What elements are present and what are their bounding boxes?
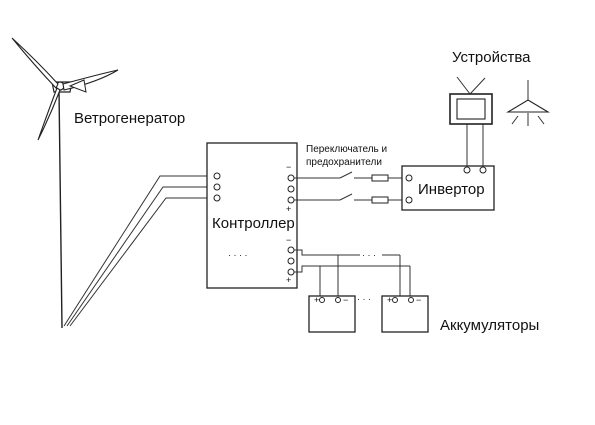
battery-wiring: · · · [294, 249, 411, 298]
svg-text:· · ·: · · · [362, 250, 376, 260]
controller-load-terminal-plus [287, 196, 295, 204]
batteries-label: Аккумуляторы [440, 317, 539, 334]
turbine-tail [68, 79, 87, 93]
switches-fuses-label-line2: предохранители [306, 157, 382, 168]
wind-turbine [11, 37, 119, 329]
controller-battery-terminal-minus [287, 246, 295, 254]
inverter-input-terminal-top [405, 174, 413, 182]
controller-dots: · · · · [228, 250, 248, 260]
controller-load-terminal-minus [287, 174, 295, 182]
battery-1: + − [308, 295, 356, 333]
controller-battery-terminal-mid [287, 257, 295, 265]
inverter-output-terminal-1 [463, 166, 471, 174]
controller-load-sign-minus: − [286, 162, 291, 172]
battery-continuation-dots: · · · [357, 294, 371, 304]
controller-label: Контроллер [212, 215, 295, 232]
tv-icon [449, 76, 493, 125]
svg-text:+: + [314, 295, 319, 305]
generator-cables [63, 175, 213, 327]
wind-generator-label: Ветрогенератор [74, 110, 185, 127]
controller-input-terminal-2 [213, 183, 221, 191]
switch-fuse-line-top [294, 171, 406, 182]
fuse-top [371, 174, 389, 182]
turbine-tower [58, 89, 63, 329]
controller-load-terminal-mid [287, 185, 295, 193]
controller-input-terminal-1 [213, 172, 221, 180]
inverter-label: Инвертор [418, 181, 485, 198]
battery-2: + − [381, 295, 429, 333]
controller-box [206, 142, 298, 289]
svg-text:−: − [416, 295, 421, 305]
controller-battery-sign-minus: − [286, 235, 291, 245]
inverter-box [401, 165, 495, 211]
svg-text:−: − [343, 295, 348, 305]
turbine-blade-down [37, 87, 61, 141]
controller-load-sign-plus: + [286, 204, 291, 214]
controller-battery-sign-plus: + [286, 275, 291, 285]
turbine-blade-up [11, 37, 59, 89]
devices-label: Устройства [452, 49, 531, 66]
switch-fuse-line-bottom [294, 193, 406, 204]
fuse-bottom [371, 196, 389, 204]
switches-fuses-label-line1: Переключатель и [306, 144, 387, 155]
svg-text:+: + [387, 295, 392, 305]
inverter-input-terminal-bottom [405, 196, 413, 204]
lamp-icon [506, 80, 550, 126]
inverter-output-terminal-2 [479, 166, 487, 174]
controller-input-terminal-3 [213, 194, 221, 202]
